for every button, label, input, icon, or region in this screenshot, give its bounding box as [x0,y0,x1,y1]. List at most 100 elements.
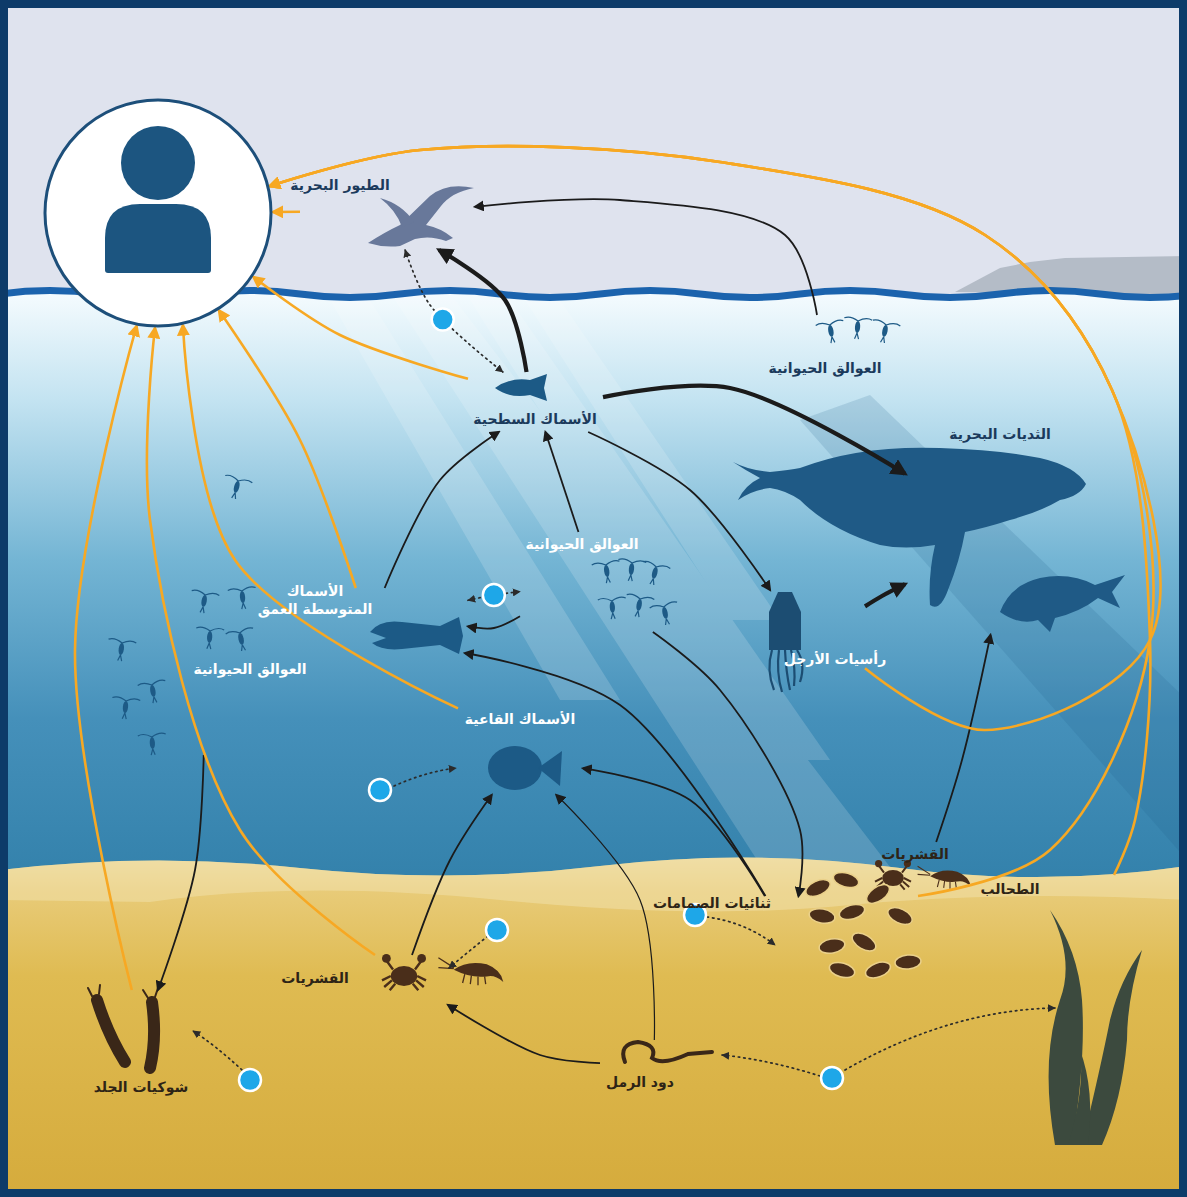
node-label: الثديات البحرية [925,425,1075,443]
organism-node: الأسماك القاعية [458,705,583,795]
threat-dots [369,779,391,801]
human-circle-fill [45,100,271,326]
demersal-fish-icon [538,751,562,786]
node-label: الطيور البحرية [275,176,405,194]
crustacean-icons [438,958,503,986]
squid-icon [769,592,802,692]
feeding-arrow [468,616,520,628]
organism-node: الثديات البحرية [905,420,1125,635]
node-label: رأسيات الأرجل [775,650,895,668]
node-label: القشريات [275,969,355,987]
node-label: دود الرمل [590,1073,690,1091]
consumer-circle [43,98,273,328]
bivalve-icons [808,907,836,925]
crustacean-icons [918,866,971,889]
organism-node: رأسيات الأرجل [755,590,865,690]
algae-icon [1082,950,1142,1145]
person-icon [105,126,211,273]
bivalve-icons [832,870,861,890]
node-label: ثنائيات الصمامات [637,894,787,912]
zooplankton-icons [106,638,137,663]
threat-dotted-lines [449,936,488,968]
organism-node: شوكيات الجلد [82,990,200,1100]
zooplankton-icons [188,590,219,616]
organism-node: دود الرمل [600,1040,715,1102]
zooplankton-icons [598,597,627,620]
connectors [75,146,1160,1063]
zooplankton-icons [638,561,670,588]
threat-dotted-lines [722,1055,820,1076]
node-label: العوالق الحيوانية [750,359,900,377]
human-use-arrow [254,277,468,379]
zooplankton-icons [815,320,846,346]
threat-dotted-lines [845,1008,1055,1070]
sandworm-icon [623,1042,712,1062]
person-icon [105,204,211,273]
feeding-arrow [556,795,654,1040]
threat-dot [483,584,505,606]
node-label: الأسماك القاعية [445,710,595,728]
sand-band [0,857,1187,911]
light-rays [330,300,900,880]
seabird-icon [380,198,414,227]
algae-icon [1049,910,1142,1145]
squid-icon [769,592,801,650]
bivalve-icons [838,902,867,922]
human-use-arrow [270,146,1151,875]
light-rays [525,300,780,620]
zooplankton-icons [592,560,623,585]
circle-outline [43,98,273,328]
zooplankton-icons [616,558,646,582]
organism-node: العوالق الحيوانية [765,315,895,380]
zooplankton-icons [220,474,253,502]
light-rays [330,300,620,700]
bivalve-icons [803,876,832,900]
human-use-arrow [147,328,375,955]
node-label: الطحالب [970,880,1050,898]
feeding-arrow [603,386,905,474]
zooplankton-icons [138,733,167,756]
sea-floor [0,857,1187,1197]
bivalve-icons [828,960,857,980]
zooplankton-icons [225,627,257,653]
threat-dots [821,1067,843,1089]
crustacean-icons [382,860,971,990]
zooplankton-icons [843,317,873,340]
seal-icon [1000,575,1125,632]
zooplankton-icons [623,594,654,620]
organism-node: القشريات [282,955,522,1005]
human-use-arrow [270,146,1161,730]
bivalve-icons [818,937,846,955]
demersal-fish-icon [488,746,562,790]
circle-outline [45,100,271,326]
organism-node: القشريات [872,842,984,894]
feeding-arrow [936,635,990,842]
algae-icon [1068,1050,1090,1145]
crustacean-icons [382,954,426,990]
bivalve-icons [894,954,921,970]
bivalve-icons [863,881,892,907]
feeding-arrow [583,768,765,896]
node-label: القشريات [865,845,965,863]
zooplankton-icons [106,317,901,756]
node-label: شوكيات الجلد [76,1078,206,1096]
human-use-arrow [183,325,458,708]
threat-dots [486,919,508,941]
feeding-arrow [475,199,817,315]
echinoderm-icons [97,1000,125,1062]
frame [4,4,1183,1193]
bivalve-icons [863,959,892,981]
threat-dotted-lines [707,917,775,945]
organism-node: الأسماك السطحية [468,372,603,432]
organism-node: الطيور البحرية [300,172,475,250]
bivalve-icons [849,929,879,954]
human-use-arrow [75,326,137,990]
person-icon [121,126,195,200]
echinoderm-icons [88,985,158,1068]
feeding-arrow [412,795,492,955]
feeding-arrow [588,432,770,590]
sea-water [0,294,1187,884]
